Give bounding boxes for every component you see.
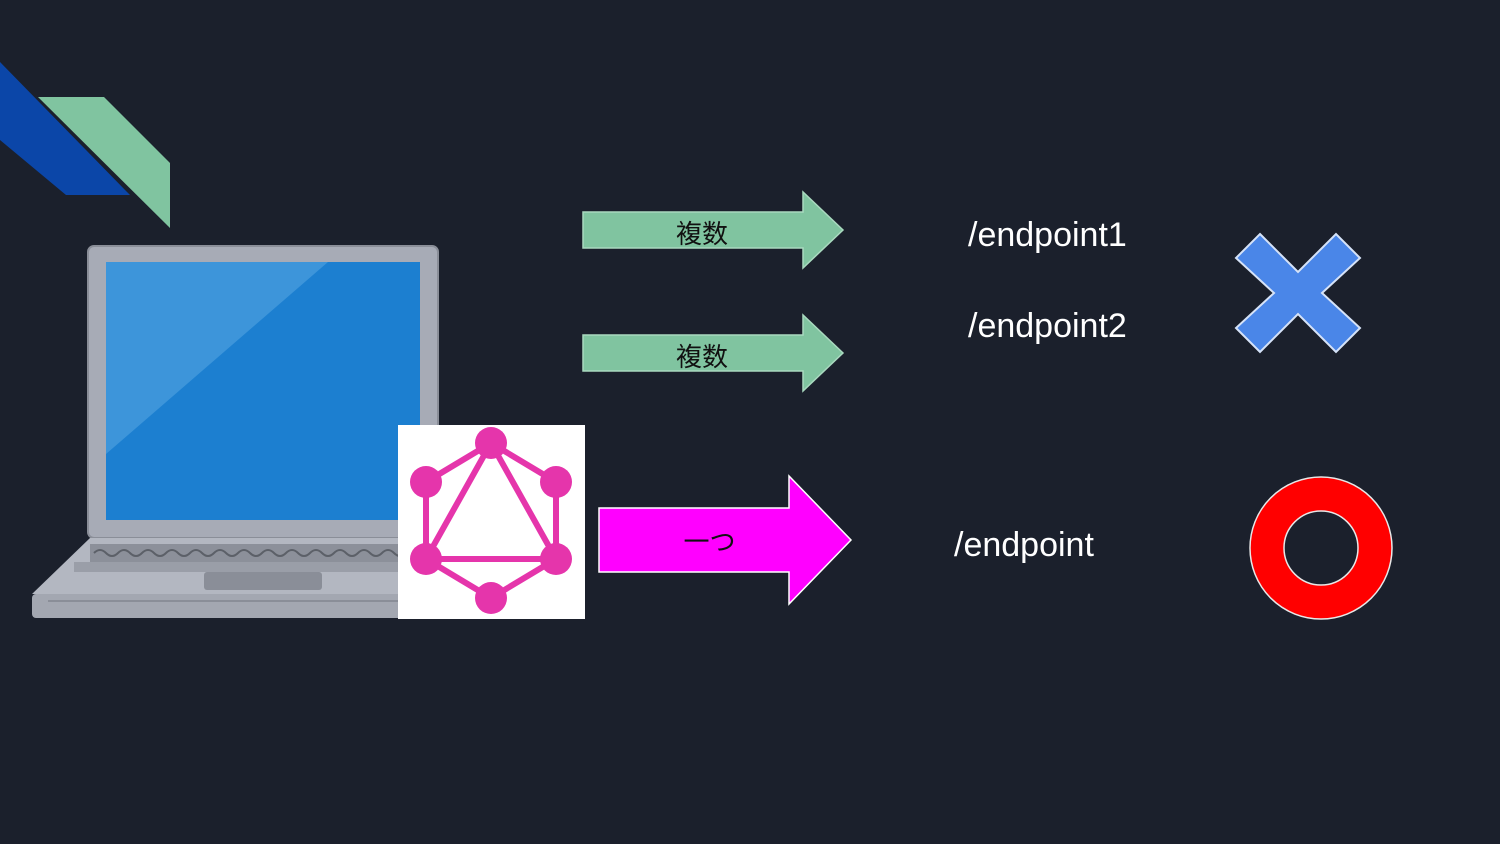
endpoint-2-label: /endpoint2 (968, 307, 1127, 345)
deco-green-stripe (38, 97, 170, 228)
arrow-label-multiple-1: 複数 (675, 220, 728, 250)
circle-mark-icon (1249, 476, 1393, 620)
arrow-label-single: 一つ (683, 528, 736, 558)
endpoint-1-label: /endpoint1 (968, 216, 1127, 254)
arrow-label-multiple-2: 複数 (675, 343, 728, 373)
arrow-multiple-2 (582, 313, 845, 393)
cross-mark-icon (1234, 232, 1362, 354)
arrow-multiple-1 (582, 190, 845, 270)
deco-blue-stripe (0, 62, 130, 195)
laptop-icon (32, 245, 494, 618)
graphql-logo-icon (398, 425, 585, 619)
arrow-single (598, 474, 853, 606)
corner-decoration (0, 62, 170, 228)
endpoint-single-label: /endpoint (954, 526, 1094, 564)
